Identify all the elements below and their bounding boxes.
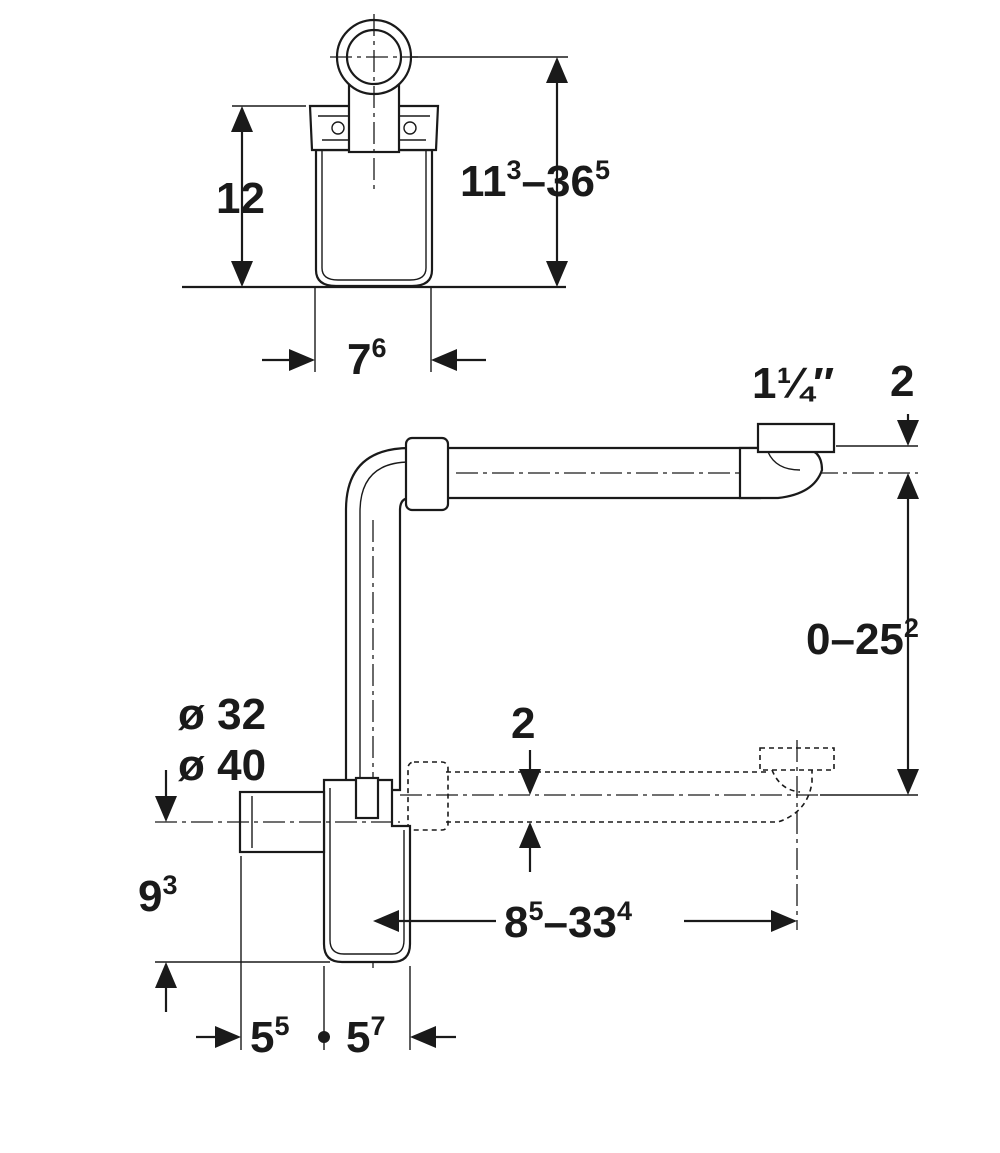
arrow [897,473,919,499]
arrow [289,349,315,371]
arrow [155,796,177,822]
arrow [897,769,919,795]
arrow [231,106,253,132]
label-top-width: 76 [347,333,387,384]
arm-lower-position [400,740,835,930]
screw [331,121,345,135]
inlet-detail [767,451,801,471]
arrow [546,57,568,83]
clip [354,776,380,820]
label-bottom-left: 55 [250,1011,290,1062]
trap-body-inner [321,150,427,281]
arrow [519,769,541,795]
arrow [897,420,919,446]
inlet-bend [738,446,824,500]
arrow [519,822,541,848]
arrow [231,261,253,287]
arrow [431,349,457,371]
siphon-pipe [344,446,762,792]
screw [403,121,417,135]
arrow [373,910,399,932]
label-top-height: 12 [216,174,265,223]
label-inlet-offset: 2 [890,357,914,406]
label-vertical-range: 0–252 [806,613,919,664]
arrow [410,1026,436,1048]
coupling-nut [404,436,450,512]
label-diameter-40: ø 40 [178,741,266,790]
trap-body-top-view [314,148,434,288]
pipe-highlight [359,461,411,790]
label-top-range: 113–365 [460,155,610,206]
top-view: 12 113–365 76 [182,14,610,384]
arrow [155,962,177,988]
trap-inner [329,788,405,955]
label-inlet-size: 1¼″ [752,359,834,408]
label-horizontal-range: 85–334 [504,896,632,947]
label-diameter-32: ø 32 [178,690,266,739]
arrow [546,261,568,287]
arrow [771,910,797,932]
label-outlet-height: 93 [138,870,178,921]
arrow [215,1026,241,1048]
inlet-flange [756,422,836,454]
label-lower-offset: 2 [511,699,535,748]
label-bottom-right: 57 [346,1011,386,1062]
dimension-dot [318,1031,330,1043]
side-view: 1¼″ 2 0–252 ø 32 ø 40 2 93 85–334 55 57 [138,357,919,1062]
